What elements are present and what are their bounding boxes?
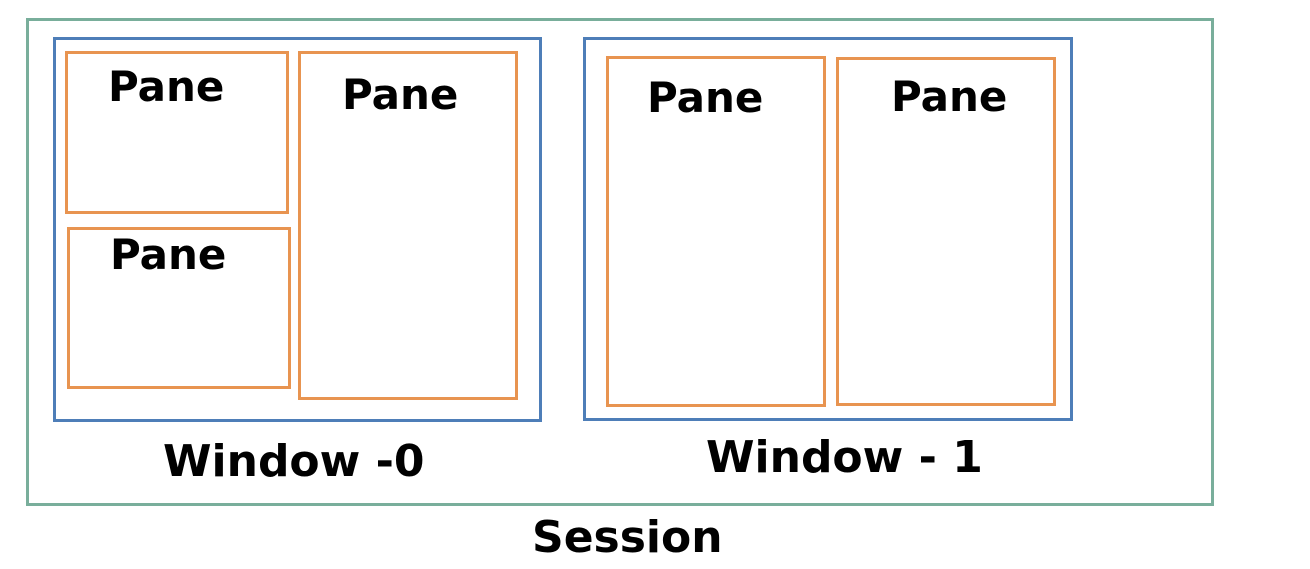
window-0-box bbox=[53, 37, 542, 422]
window-0-label: Window -0 bbox=[163, 436, 425, 487]
window-0-pane-top-left bbox=[65, 51, 289, 214]
window-1-pane-left bbox=[606, 56, 826, 407]
window-1-label: Window - 1 bbox=[706, 432, 983, 483]
session-label: Session bbox=[532, 512, 723, 563]
pane-label: Pane bbox=[891, 72, 1008, 121]
pane-label: Pane bbox=[342, 70, 459, 119]
window-1-pane-right bbox=[836, 57, 1056, 406]
session-box bbox=[26, 18, 1214, 506]
pane-label: Pane bbox=[108, 62, 225, 111]
pane-label: Pane bbox=[110, 230, 227, 279]
window-1-box bbox=[583, 37, 1073, 421]
window-0-pane-bottom-left bbox=[67, 227, 291, 389]
window-0-pane-right bbox=[298, 51, 518, 400]
pane-label: Pane bbox=[647, 73, 764, 122]
